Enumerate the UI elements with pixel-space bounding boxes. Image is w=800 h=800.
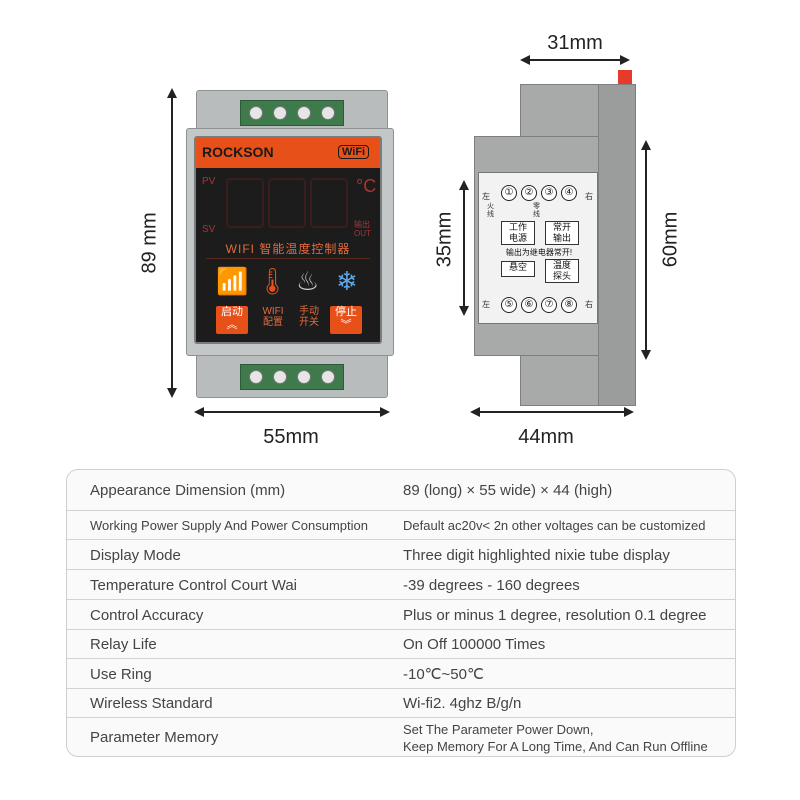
terminal-4: ④	[561, 185, 577, 201]
zero-line-label: 零 线	[533, 203, 540, 218]
spec-value: Plus or minus 1 degree, resolution 0.1 d…	[403, 606, 707, 624]
side-inner-height-label: 35mm	[433, 211, 456, 268]
table-row: Control Accuracy Plus or minus 1 degree,…	[67, 599, 735, 630]
spec-value: -39 degrees - 160 degrees	[403, 576, 580, 594]
digit-segment	[268, 178, 306, 228]
display-face: ROCKSON WiFi PV SV °C 输出 OUT WIFI 智能温度控制…	[194, 136, 382, 344]
side-height-label: 60mm	[659, 211, 682, 268]
stop-button-label: 停止	[335, 306, 357, 318]
product-name: WIFI 智能温度控制器	[225, 242, 351, 256]
left-bottom-label: 左	[482, 300, 490, 309]
divider-line	[206, 258, 370, 259]
depth-dimension-arrow	[470, 407, 634, 417]
screw-icon	[249, 106, 263, 120]
terminal-6: ⑥	[521, 297, 537, 313]
pv-label: PV	[202, 176, 216, 187]
spec-key: Appearance Dimension (mm)	[90, 481, 286, 499]
brand-bar	[196, 138, 380, 168]
spec-key: Temperature Control Court Wai	[90, 576, 298, 594]
spec-value: -10℃~50℃	[403, 666, 484, 683]
terminal-2: ②	[521, 185, 537, 201]
celsius-unit: °C	[356, 176, 377, 196]
start-button[interactable]: 启动 ︽	[216, 306, 248, 334]
stop-button[interactable]: 停止 ︾	[330, 306, 362, 334]
spec-key: Working Power Supply And Power Consumpti…	[90, 518, 368, 533]
table-row: Temperature Control Court Wai -39 degree…	[67, 569, 735, 600]
side-top-width-label: 31mm	[547, 32, 603, 54]
thermometer-icon: 🌡	[256, 266, 290, 296]
front-width-label: 55mm	[263, 426, 319, 448]
manual-switch-button[interactable]: 手动 开关	[299, 306, 319, 328]
terminal-1: ①	[501, 185, 517, 201]
relay-note: 输出为继电器常开!	[505, 248, 573, 257]
terminal-8: ⑧	[561, 297, 577, 313]
spec-key: Use Ring	[90, 665, 152, 683]
right-bottom-label: 右	[585, 300, 593, 309]
table-row: Appearance Dimension (mm) 89 (long) × 55…	[67, 470, 735, 510]
front-height-label: 89 mm	[138, 212, 161, 274]
wifi-icon: 📶	[216, 266, 249, 296]
digit-segment	[226, 178, 264, 228]
side-depth-label: 44mm	[518, 426, 574, 448]
digit-segment	[310, 178, 348, 228]
screw-icon	[297, 370, 311, 384]
spec-value: Default ac20v< 2n other voltages can be …	[403, 518, 706, 533]
spec-value: Wi-fi2. 4ghz B/g/n	[403, 695, 522, 712]
wifi-config-button[interactable]: WIFI 配置	[262, 306, 284, 328]
heating-icon: ♨	[296, 266, 320, 296]
spec-key: Display Mode	[90, 546, 181, 564]
chevron-down-icon: ︾	[340, 319, 352, 331]
top-dimension-arrow	[520, 55, 630, 65]
inner-height-dimension-arrow	[459, 180, 469, 316]
sv-label: SV	[202, 224, 216, 235]
side-rail	[598, 84, 636, 406]
terminal-7: ⑦	[541, 297, 557, 313]
table-row: Display Mode Three digit highlighted nix…	[67, 539, 735, 570]
height-dimension-arrow	[167, 88, 177, 398]
table-row: Relay Life On Off 100000 Times	[67, 629, 735, 659]
normally-open-box: 常开 输出	[545, 221, 579, 245]
spec-value: On Off 100000 Times	[403, 636, 546, 653]
start-button-label: 启动	[221, 306, 243, 318]
side-height-dimension-arrow	[641, 140, 651, 360]
screw-icon	[297, 106, 311, 120]
top-terminal-block	[240, 100, 344, 126]
spec-key: Wireless Standard	[90, 695, 213, 712]
spec-value: 89 (long) × 55 wide) × 44 (high)	[403, 481, 613, 499]
screw-icon	[273, 370, 287, 384]
output-label: 输出 OUT	[354, 220, 371, 238]
screw-icon	[321, 370, 335, 384]
right-top-label: 右	[585, 192, 593, 201]
table-row: Wireless Standard Wi-fi2. 4ghz B/g/n	[67, 688, 735, 718]
spec-key: Parameter Memory	[90, 729, 219, 746]
spec-value: Set The Parameter Power Down, Keep Memor…	[403, 721, 708, 754]
table-row: Use Ring -10℃~50℃	[67, 658, 735, 689]
left-top-label: 左	[482, 192, 490, 201]
terminal-5: ⑤	[501, 297, 517, 313]
spec-key: Relay Life	[90, 636, 157, 653]
snowflake-icon: ❄	[336, 266, 358, 296]
power-box: 工作 电源	[501, 221, 535, 245]
spec-key: Control Accuracy	[90, 606, 204, 624]
fire-line-label: 火 线	[487, 203, 494, 218]
table-row: Working Power Supply And Power Consumpti…	[67, 510, 735, 540]
screw-icon	[273, 106, 287, 120]
terminal-3: ③	[541, 185, 557, 201]
release-clip	[618, 70, 632, 84]
spec-table: Appearance Dimension (mm) 89 (long) × 55…	[66, 469, 736, 757]
probe-box: 温度 探头	[545, 259, 579, 283]
screw-icon	[249, 370, 263, 384]
spec-value: Three digit highlighted nixie tube displ…	[403, 546, 670, 564]
wiring-diagram-panel: 左 右 ① ② ③ ④ 火 线 零 线 工作 电源 常开 输出 输出为继电器常开…	[478, 172, 598, 324]
bottom-terminal-block	[240, 364, 344, 390]
wifi-badge: WiFi	[338, 145, 370, 159]
chevron-up-icon: ︽	[226, 319, 238, 331]
brand-logo: ROCKSON	[202, 144, 274, 160]
empty-box: 悬空	[501, 261, 535, 277]
width-dimension-arrow	[194, 407, 390, 417]
screw-icon	[321, 106, 335, 120]
table-row: Parameter Memory Set The Parameter Power…	[67, 717, 735, 756]
